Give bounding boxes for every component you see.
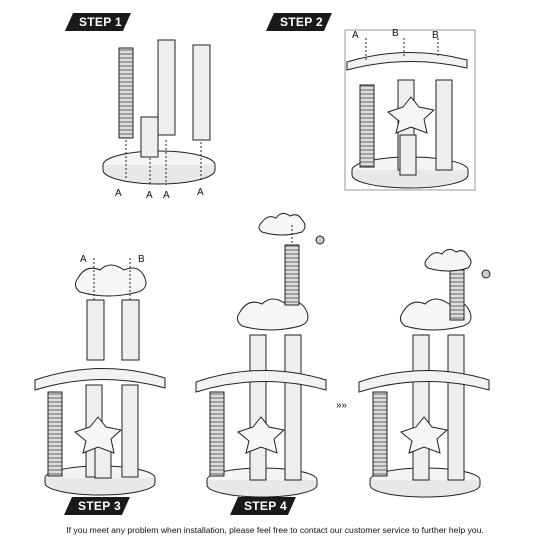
footer-note: If you meet any problem when installatio… <box>66 525 484 535</box>
marker-a-2: A <box>146 190 153 201</box>
marker-a-6: A <box>80 254 87 265</box>
step-2-badge: STEP 2 <box>266 13 332 31</box>
step-4-badge: STEP 4 <box>230 497 296 515</box>
marker-b-1: B <box>392 28 399 39</box>
marker-a-3: A <box>163 190 170 201</box>
marker-b-2: B <box>432 30 439 41</box>
next-arrow-icon: »» <box>336 400 348 411</box>
marker-b-3: B <box>138 254 145 265</box>
step1-illustration <box>102 39 216 185</box>
final-tree-illustration <box>358 248 491 498</box>
step-1-badge: STEP 1 <box>65 13 131 31</box>
marker-a-4: A <box>197 187 204 198</box>
step4-illustration <box>195 212 327 498</box>
marker-a-5: A <box>352 30 359 41</box>
marker-a-1: A <box>115 188 122 199</box>
step2-illustration <box>344 29 476 191</box>
step-3-badge: STEP 3 <box>64 497 130 515</box>
step3-illustration <box>34 258 166 496</box>
